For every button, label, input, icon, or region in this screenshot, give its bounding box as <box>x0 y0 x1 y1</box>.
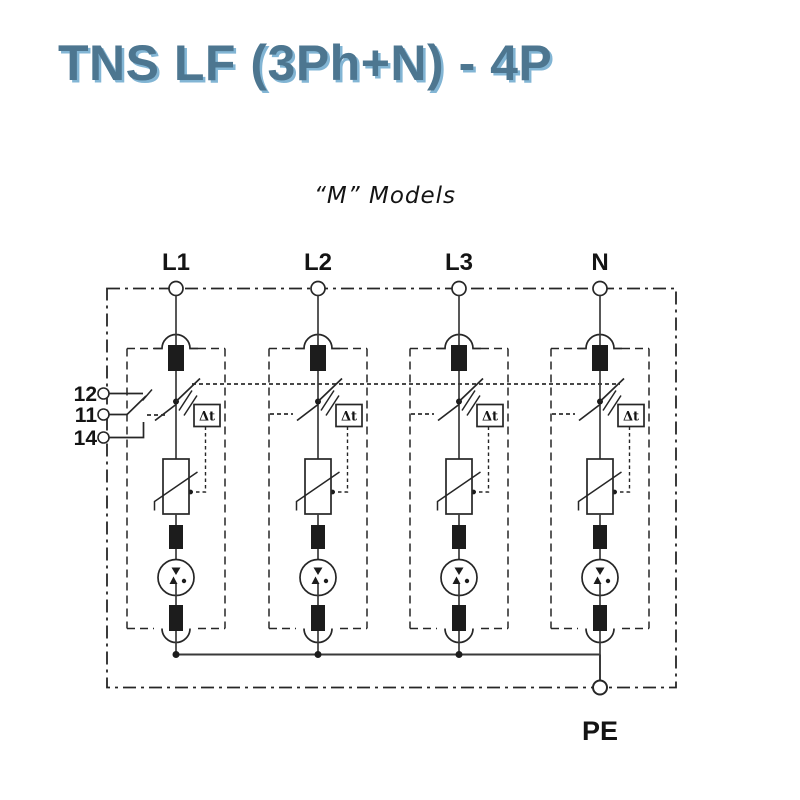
spd-module-n <box>550 280 650 656</box>
remote-contact-slash <box>141 389 153 401</box>
remote-terminal-label-11: 11 <box>75 404 98 427</box>
bus-junction-dot-l2 <box>314 651 322 658</box>
phase-label-l3: L3 <box>445 249 473 276</box>
delta-t-label-l2: Δt <box>341 410 357 425</box>
model-subtitle: “M” Models <box>313 183 457 209</box>
remote-contact-no-line <box>109 422 145 439</box>
page-title: TNS LF (3Ph+N) - 4P <box>58 35 553 91</box>
delta-t-label-l1: Δt <box>199 410 215 425</box>
remote-terminal-circle-11 <box>97 408 110 421</box>
phase-label-l1: L1 <box>162 249 190 276</box>
bus-junction-dot-l1 <box>172 651 180 658</box>
spd-module-l3 <box>409 280 509 656</box>
delta-t-label-n: Δt <box>623 410 639 425</box>
pe-terminal-circle <box>592 679 608 696</box>
spd-module-l1 <box>126 280 226 656</box>
remote-terminal-label-14: 14 <box>74 427 98 450</box>
phase-label-l2: L2 <box>304 249 332 276</box>
delta-t-label-l3: Δt <box>482 410 498 425</box>
spd-module-l2 <box>268 280 368 656</box>
remote-terminal-label-12: 12 <box>74 383 97 406</box>
bus-junction-dot-l3 <box>455 651 463 658</box>
device-outline <box>106 287 677 689</box>
remote-terminal-circle-14 <box>97 431 110 444</box>
remote-contact-group: 12 11 14 <box>74 383 153 450</box>
pe-label: PE <box>582 716 618 746</box>
phase-label-n: N <box>591 249 608 276</box>
remote-terminal-circle-12 <box>97 387 110 400</box>
